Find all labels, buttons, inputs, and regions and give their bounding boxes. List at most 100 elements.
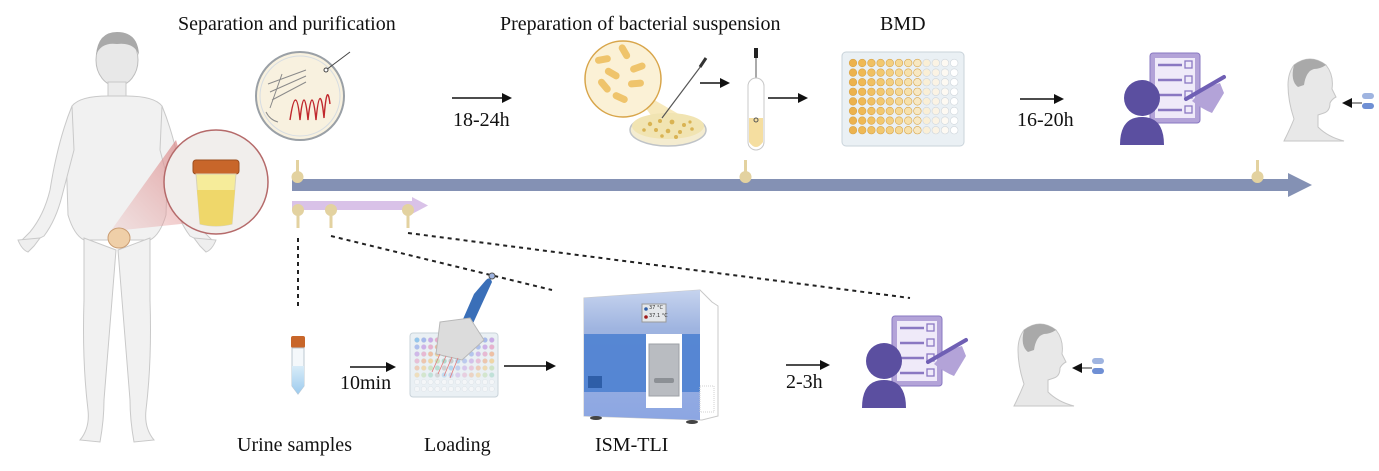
plate-well (858, 106, 867, 116)
plate-well (904, 68, 913, 77)
instrument-temp-readout-1: 37 °C (649, 305, 663, 311)
milestone-marker (325, 204, 337, 228)
plate-well (867, 87, 876, 96)
plate-well (427, 351, 434, 357)
plate-well (488, 372, 495, 378)
plate-well (894, 87, 904, 96)
plate-well (468, 379, 475, 385)
milestone-marker (1251, 160, 1264, 183)
plate-well (885, 116, 894, 125)
plate-well (904, 106, 913, 116)
plate-well (427, 372, 434, 378)
plate-well (876, 97, 885, 106)
plate-well (876, 116, 885, 125)
step-label-suspension: Preparation of bacterial suspension (500, 13, 781, 35)
plate-well (931, 78, 940, 87)
plate-well (468, 365, 475, 371)
plate-well (922, 87, 931, 96)
step-label-urine: Urine samples (237, 434, 352, 456)
plate-well (894, 58, 904, 68)
plate-well (940, 126, 950, 135)
plate-well (488, 344, 495, 350)
plate-well (468, 358, 475, 364)
plate-well (867, 97, 876, 106)
plate-well (414, 358, 420, 364)
plate-well (434, 365, 441, 371)
plate-well (848, 68, 858, 77)
plate-well (858, 97, 867, 106)
duration-label-urine-loading: 10min (340, 372, 392, 394)
duration-label-instrument-clinician: 2-3h (786, 371, 823, 393)
plate-well (894, 126, 904, 135)
plate-well (454, 386, 461, 392)
plate-well (448, 365, 454, 371)
plate-well (488, 351, 495, 357)
plate-well (950, 68, 959, 77)
plate-well (488, 358, 495, 364)
plate-well (414, 379, 420, 385)
clinician-checklist-icon (862, 315, 968, 408)
plate-well (931, 126, 940, 135)
plate-well (482, 344, 488, 350)
suspension-tube-icon (747, 48, 765, 151)
plate-well (461, 358, 468, 364)
plate-well (867, 78, 876, 87)
multichannel-pipette-icon (431, 272, 496, 379)
plate-well (922, 106, 931, 116)
plate-well (922, 116, 931, 125)
instrument-temp-readout-2: 37.1 °C (649, 313, 668, 319)
plate-well (427, 365, 434, 371)
plate-well (876, 106, 885, 116)
plate-well (414, 372, 420, 378)
plate-well (414, 337, 420, 343)
plate-well (448, 379, 454, 385)
plate-well (482, 351, 488, 357)
patient-medication-icon (1013, 323, 1104, 407)
plate-well (922, 126, 931, 135)
plate-well (885, 58, 894, 68)
plate-well (461, 372, 468, 378)
plate-well (858, 58, 867, 68)
plate-well (454, 365, 461, 371)
plate-well (427, 344, 434, 350)
plate-well (434, 379, 441, 385)
clinician-checklist-icon (1120, 52, 1226, 145)
plate-well (867, 116, 876, 125)
plate-well (894, 78, 904, 87)
plate-well (885, 97, 894, 106)
plate-well (894, 68, 904, 77)
plate-well (858, 78, 867, 87)
plate-well (940, 87, 950, 96)
plate-well (461, 379, 468, 385)
plate-well (858, 68, 867, 77)
plate-well (940, 68, 950, 77)
plate-well (848, 58, 858, 68)
plate-well (482, 358, 488, 364)
plate-well (894, 106, 904, 116)
plate-well (427, 386, 434, 392)
plate-well (427, 379, 434, 385)
patient-medication-icon (1283, 58, 1374, 142)
plate-well (913, 126, 922, 135)
plate-well (885, 68, 894, 77)
plate-well (434, 386, 441, 392)
plate-well (904, 97, 913, 106)
plate-well (858, 87, 867, 96)
plate-well (885, 78, 894, 87)
milestone-marker (739, 160, 752, 183)
plate-well (475, 358, 482, 364)
bladder-icon (107, 227, 131, 249)
plate-well (885, 87, 894, 96)
plate-well (904, 78, 913, 87)
plate-well (904, 126, 913, 135)
plate-well (913, 78, 922, 87)
plate-well (885, 126, 894, 135)
plate-well (950, 116, 959, 125)
plate-well (922, 68, 931, 77)
plate-well (867, 68, 876, 77)
plate-well (454, 379, 461, 385)
plate-well (931, 116, 940, 125)
plate-well (475, 386, 482, 392)
step-label-ism-tli: ISM-TLI (595, 434, 669, 456)
plate-well (950, 97, 959, 106)
